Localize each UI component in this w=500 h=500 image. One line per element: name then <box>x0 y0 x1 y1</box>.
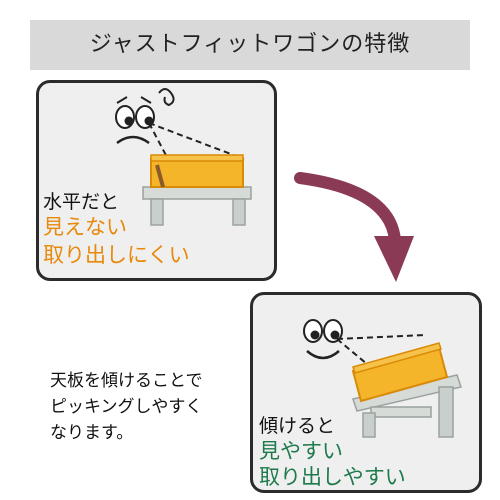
tilted-caption: 傾けると <box>259 415 336 437</box>
description-text: 天板を傾けることで ピッキングしやすく なります。 <box>50 368 203 446</box>
description-line2: ピッキングしやすく <box>50 397 203 417</box>
horizontal-line2: 取り出しにくい <box>43 243 190 267</box>
description-line3: なります。 <box>50 423 134 443</box>
page-title: ジャストフィットワゴンの特徴 <box>89 32 411 57</box>
panel-horizontal: 水平だと 見えない 取り出しにくい <box>36 80 277 281</box>
horizontal-line1: 見えない <box>43 215 127 239</box>
horizontal-illustration <box>115 88 252 226</box>
happy-face-icon <box>303 319 343 360</box>
horizontal-caption: 水平だと <box>43 191 120 213</box>
panel-tilted: 傾けると 見やすい 取り出しやすい <box>250 292 482 493</box>
sad-face-icon <box>115 88 175 145</box>
tilted-illustration <box>303 319 462 438</box>
description-line1: 天板を傾けることで <box>50 371 203 391</box>
tilted-line2: 取り出しやすい <box>259 465 406 489</box>
title-bar: ジャストフィットワゴンの特徴 <box>30 20 470 70</box>
tilted-line1: 見やすい <box>259 439 343 463</box>
